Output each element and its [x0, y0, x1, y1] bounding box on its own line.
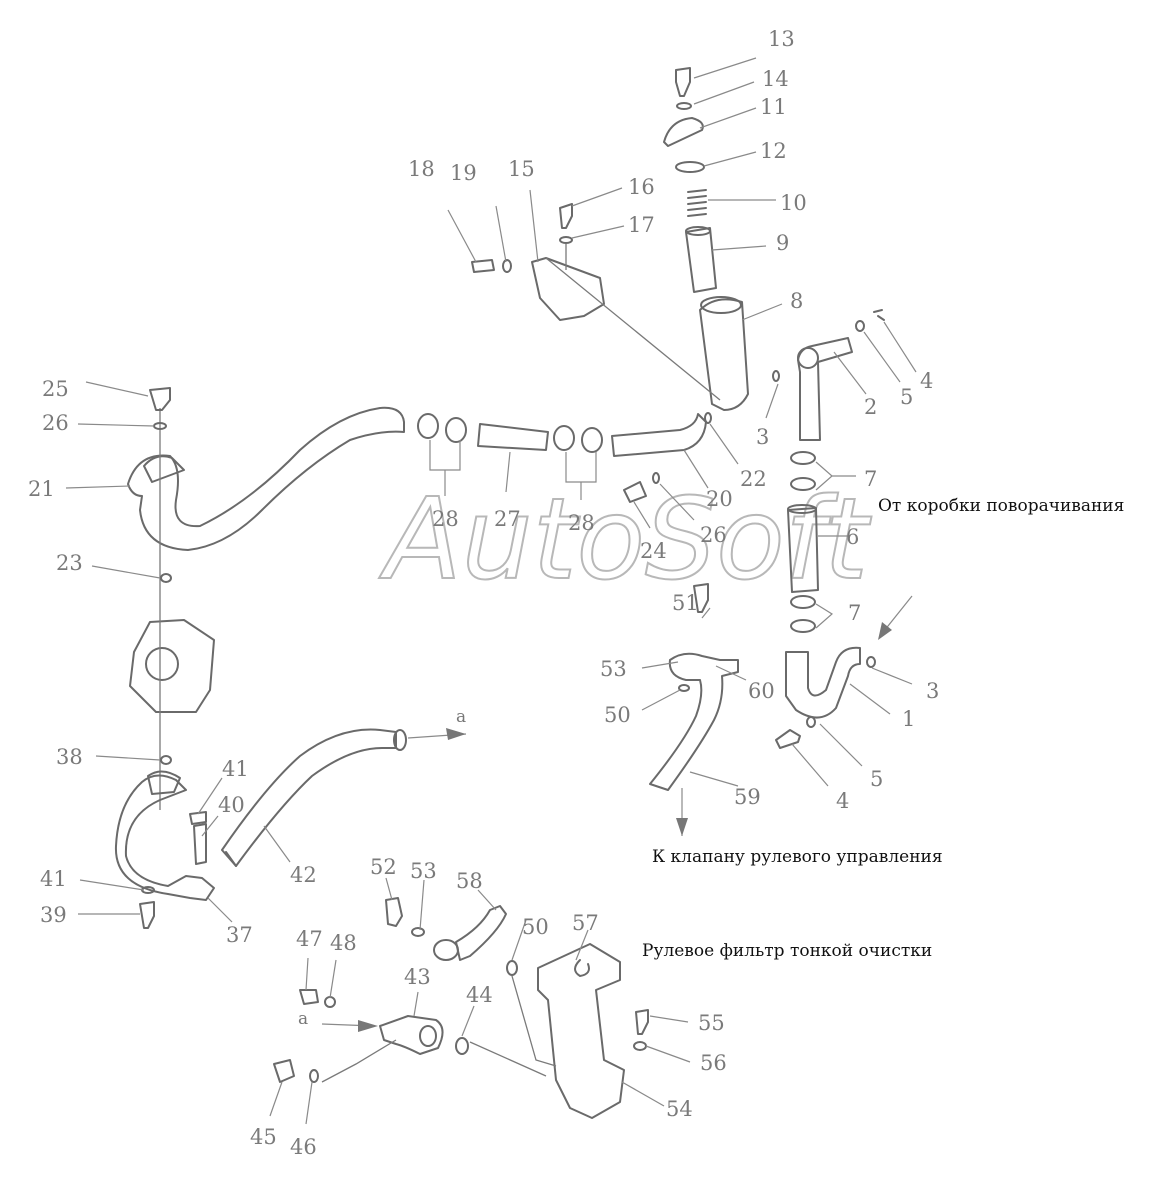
- part-label-21: 21: [28, 477, 55, 501]
- part-label-43: 43: [404, 965, 431, 989]
- part-label-55: 55: [698, 1011, 725, 1035]
- part-label-50: 50: [522, 915, 549, 939]
- part-label-28: 28: [568, 511, 595, 535]
- part-label-23: 23: [56, 551, 83, 575]
- caption-to-steering-valve: К клапану рулевого управления: [652, 847, 943, 867]
- part-label-1: 1: [902, 707, 915, 731]
- caption-fine-filter: Рулевое фильтр тонкой очистки: [642, 941, 932, 961]
- part-label-48: 48: [330, 931, 357, 955]
- part-label-7: 7: [848, 601, 861, 625]
- part-label-45: 45: [250, 1125, 277, 1149]
- part-label-7: 7: [864, 467, 877, 491]
- watermark: AutoSoft: [379, 475, 872, 605]
- filter-assembly-top: [471, 67, 749, 411]
- part-label-25: 25: [42, 377, 69, 401]
- part-label-5: 5: [870, 767, 883, 791]
- pipes-right: [772, 309, 885, 749]
- part-label-24: 24: [640, 539, 667, 563]
- part-label-52: 52: [370, 855, 397, 879]
- part-label-15: 15: [508, 157, 535, 181]
- hose-59: [649, 583, 739, 791]
- part-label-53: 53: [600, 657, 627, 681]
- part-label-26: 26: [700, 523, 727, 547]
- part-label-59: 59: [734, 785, 761, 809]
- part-label-3: 3: [756, 425, 769, 449]
- part-label-4: 4: [836, 789, 849, 813]
- part-label-13: 13: [768, 27, 795, 51]
- part-label-39: 39: [40, 903, 67, 927]
- part-label-42: 42: [290, 863, 317, 887]
- part-label-9: 9: [776, 231, 789, 255]
- part-label-60: 60: [748, 679, 775, 703]
- part-label-38: 38: [56, 745, 83, 769]
- part-label-46: 46: [290, 1135, 317, 1159]
- connection-letter-a-top: a: [456, 707, 466, 727]
- part-label-50: 50: [604, 703, 631, 727]
- hoses-center: [127, 406, 712, 551]
- part-label-5: 5: [900, 385, 913, 409]
- part-label-12: 12: [760, 139, 787, 163]
- part-label-14: 14: [762, 67, 789, 91]
- part-label-17: 17: [628, 213, 655, 237]
- leader-lines: [65, 57, 917, 1125]
- part-label-51: 51: [672, 591, 699, 615]
- part-label-28: 28: [432, 507, 459, 531]
- part-label-8: 8: [790, 289, 803, 313]
- part-label-40: 40: [218, 793, 245, 817]
- part-label-19: 19: [450, 161, 477, 185]
- part-label-58: 58: [456, 869, 483, 893]
- part-label-54: 54: [666, 1097, 693, 1121]
- part-label-11: 11: [760, 95, 787, 119]
- part-label-57: 57: [572, 911, 599, 935]
- part-label-18: 18: [408, 157, 435, 181]
- part-label-4: 4: [920, 369, 933, 393]
- part-label-10: 10: [780, 191, 807, 215]
- part-label-3: 3: [926, 679, 939, 703]
- part-label-41: 41: [40, 867, 67, 891]
- flow-arrows: [321, 595, 913, 1032]
- part-label-37: 37: [226, 923, 253, 947]
- part-label-6: 6: [846, 525, 859, 549]
- fine-filter-bottom: [273, 897, 649, 1119]
- part-number-labels: 13 14 11 12 10 9 8 18 19 15 16 17 4 5 2 …: [28, 27, 939, 1159]
- part-label-53: 53: [410, 859, 437, 883]
- part-label-22: 22: [740, 467, 767, 491]
- part-label-16: 16: [628, 175, 655, 199]
- pump-left: [114, 387, 407, 929]
- connection-letter-a-bottom: a: [298, 1009, 308, 1029]
- part-label-2: 2: [864, 395, 877, 419]
- part-label-56: 56: [700, 1051, 727, 1075]
- part-label-47: 47: [296, 927, 323, 951]
- part-label-20: 20: [706, 487, 733, 511]
- part-label-44: 44: [466, 983, 493, 1007]
- part-label-26: 26: [42, 411, 69, 435]
- caption-from-steering-box: От коробки поворачивания: [878, 496, 1124, 516]
- part-label-27: 27: [494, 507, 521, 531]
- part-label-41: 41: [222, 757, 249, 781]
